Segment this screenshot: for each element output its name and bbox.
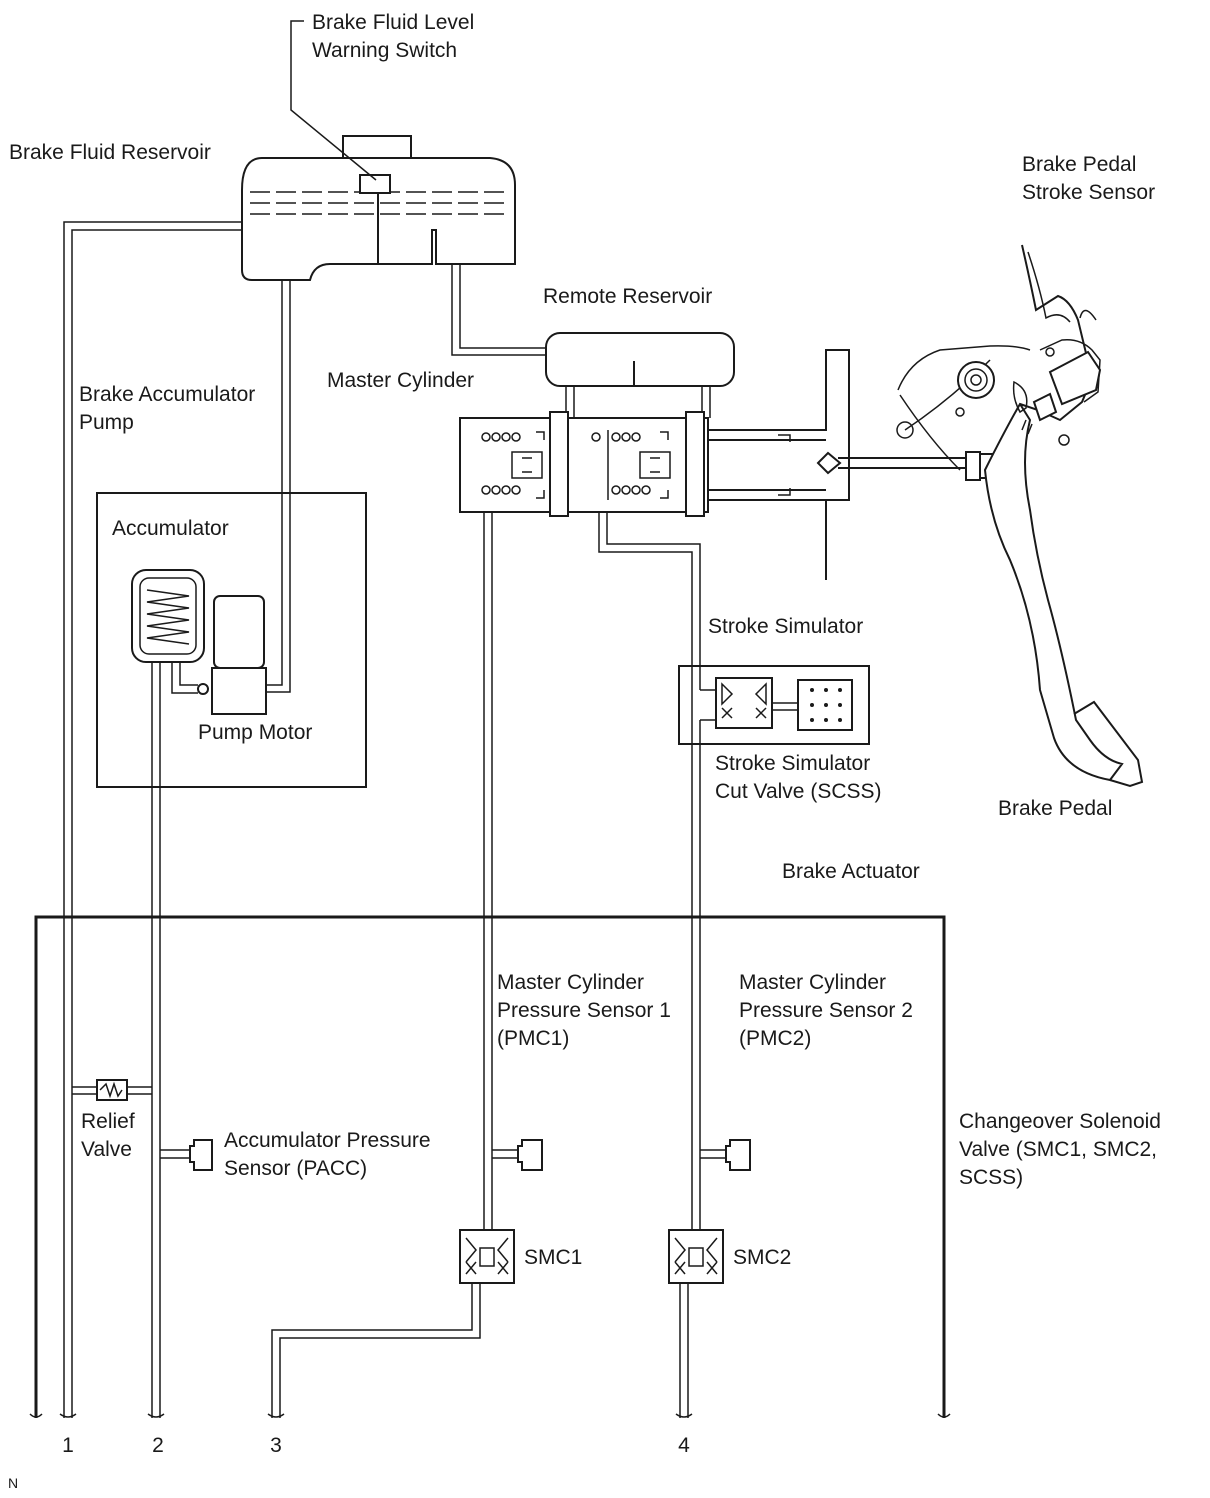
- stroke-simulator: [678, 665, 870, 745]
- smc2-valve: [668, 1229, 724, 1284]
- label-warning-switch-line-1: Brake Fluid Level: [312, 11, 474, 34]
- label-pmc2-line-3: (PMC2): [739, 1027, 811, 1050]
- label-pmc2-line-2: Pressure Sensor 2: [739, 999, 913, 1022]
- label-stroke-simulator: Stroke Simulator: [708, 615, 863, 638]
- label-relief-valve-line-2: Valve: [81, 1138, 132, 1161]
- corner-mark: N: [8, 1475, 18, 1491]
- label-reservoir-line-1: Brake Fluid Reservoir: [9, 141, 211, 164]
- label-smc2-line-1: SMC2: [733, 1246, 791, 1269]
- port-label-3: 3: [270, 1434, 282, 1457]
- pipe-pacc-tap: [160, 1149, 190, 1159]
- label-changeover-valve-line-3: SCSS): [959, 1166, 1023, 1189]
- label-master-cylinder-line-1: Master Cylinder: [327, 369, 474, 392]
- pipe-pmc1-tap: [492, 1149, 518, 1159]
- label-pacc-line-2: Sensor (PACC): [224, 1157, 367, 1180]
- label-changeover-valve-line-2: Valve (SMC1, SMC2,: [959, 1138, 1157, 1161]
- label-brake-actuator: Brake Actuator: [782, 860, 920, 883]
- pump-motor: [197, 595, 267, 715]
- pipe-pmc2-tap: [700, 1149, 726, 1159]
- pmc2-sensor: [725, 1139, 751, 1171]
- port-label-4: 4: [678, 1434, 690, 1457]
- label-remote-reservoir: Remote Reservoir: [543, 285, 712, 308]
- pipe-remote-feed: [451, 264, 548, 356]
- label-pmc2-line-1: Master Cylinder: [739, 971, 886, 994]
- label-accumulator-pump-line-1: Brake Accumulator: [79, 383, 255, 406]
- accumulator: [131, 569, 205, 694]
- label-pmc1-line-3: (PMC1): [497, 1027, 569, 1050]
- pmc1-sensor: [517, 1139, 543, 1171]
- label-pacc-line-1: Accumulator Pressure: [224, 1129, 431, 1152]
- pipe-mc-smc2: [598, 505, 701, 1230]
- label-brake-pedal-line-1: Brake Pedal: [998, 797, 1112, 820]
- label-smc1: SMC1: [524, 1246, 582, 1269]
- port-label-1: 1: [62, 1434, 74, 1457]
- label-changeover-valve-line-1: Changeover Solenoid: [959, 1110, 1161, 1133]
- label-accumulator: Accumulator: [112, 517, 229, 540]
- brake-fluid-reservoir: [241, 135, 516, 281]
- label-master-cylinder: Master Cylinder: [327, 369, 474, 392]
- pipe-smc2-port4: [679, 1283, 689, 1418]
- label-scss-line-1: Stroke Simulator: [715, 752, 870, 775]
- label-remote-reservoir-line-1: Remote Reservoir: [543, 285, 712, 308]
- label-pump-motor-line-1: Pump Motor: [198, 721, 312, 744]
- label-brake-actuator-line-1: Brake Actuator: [782, 860, 920, 883]
- brake-actuator-housing: [34, 915, 946, 1418]
- accumulator-pump-box: [96, 492, 367, 788]
- label-smc2: SMC2: [733, 1246, 791, 1269]
- label-accumulator-line-1: Accumulator: [112, 517, 229, 540]
- brake-pedal-assembly: [896, 244, 1144, 788]
- port-label-2: 2: [152, 1434, 164, 1457]
- label-brake-pedal: Brake Pedal: [998, 797, 1112, 820]
- label-pump-motor: Pump Motor: [198, 721, 312, 744]
- master-cylinder: [459, 349, 850, 580]
- warning-switch-leader: [290, 20, 377, 181]
- smc1-valve: [459, 1229, 515, 1284]
- label-accumulator-pump-line-2: Pump: [79, 411, 134, 434]
- label-relief-valve-line-1: Relief: [81, 1110, 135, 1133]
- label-pmc1-line-1: Master Cylinder: [497, 971, 644, 994]
- remote-reservoir: [545, 332, 735, 418]
- break-marks: [29, 1413, 951, 1418]
- pacc-sensor: [189, 1139, 213, 1171]
- label-pedal-stroke-sensor-line-2: Stroke Sensor: [1022, 181, 1155, 204]
- pipe-smc1-port3: [271, 1283, 481, 1418]
- pipe-line-1: [63, 221, 242, 1418]
- label-reservoir: Brake Fluid Reservoir: [9, 141, 211, 164]
- label-warning-switch-line-2: Warning Switch: [312, 39, 457, 62]
- label-smc1-line-1: SMC1: [524, 1246, 582, 1269]
- label-stroke-simulator-line-1: Stroke Simulator: [708, 615, 863, 638]
- pipe-mc-smc1: [483, 505, 493, 1230]
- label-scss-line-2: Cut Valve (SCSS): [715, 780, 882, 803]
- pipe-line-2: [151, 660, 161, 1418]
- label-pmc1-line-2: Pressure Sensor 1: [497, 999, 671, 1022]
- relief-valve: [72, 1079, 152, 1101]
- pipe-pump-feed: [265, 280, 291, 693]
- label-pedal-stroke-sensor-line-1: Brake Pedal: [1022, 153, 1136, 176]
